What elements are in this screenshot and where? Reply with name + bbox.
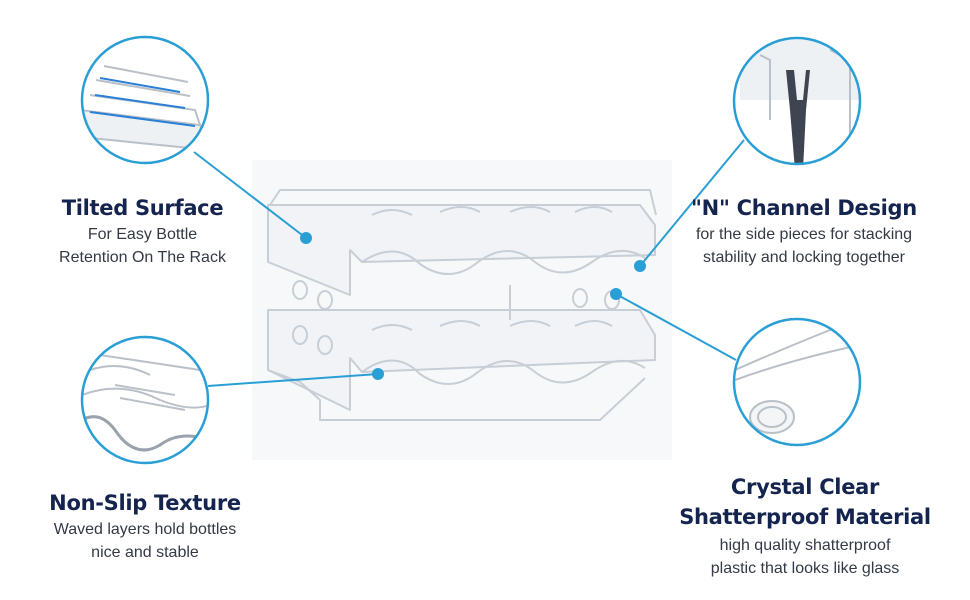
feature-n-channel-design: "N" Channel Design for the side pieces f… xyxy=(672,196,936,269)
clear-material-closeup xyxy=(732,317,862,447)
wave-texture-closeup xyxy=(80,335,210,465)
feature-title: Shatterproof Material xyxy=(679,505,931,529)
feature-title: Non-Slip Texture xyxy=(49,491,241,515)
n-channel-closeup xyxy=(732,36,862,166)
feature-title: Tilted Surface xyxy=(61,196,224,220)
feature-desc-line: Waved layers hold bottles xyxy=(53,521,237,538)
feature-crystal-clear: Crystal Clear Shatterproof Material high… xyxy=(676,472,934,580)
feature-title: "N" Channel Design xyxy=(691,196,917,220)
callout-connectors xyxy=(193,139,745,387)
wine-rack-product xyxy=(252,160,672,460)
feature-desc-line: high quality shatterproof xyxy=(719,537,891,554)
feature-desc-line: stability and locking together xyxy=(703,249,905,266)
feature-desc-line: nice and stable xyxy=(91,544,199,561)
tilted-shelf-closeup xyxy=(80,35,210,165)
feature-non-slip-texture: Non-Slip Texture Waved layers hold bottl… xyxy=(30,491,260,564)
feature-desc-line: For Easy Bottle xyxy=(87,226,198,243)
feature-desc-line: Retention On The Rack xyxy=(59,249,226,266)
feature-title: Crystal Clear xyxy=(730,475,880,499)
feature-desc-line: for the side pieces for stacking xyxy=(695,226,913,243)
feature-desc-line: plastic that looks like glass xyxy=(710,560,900,577)
feature-tilted-surface: Tilted Surface For Easy Bottle Retention… xyxy=(40,196,245,269)
